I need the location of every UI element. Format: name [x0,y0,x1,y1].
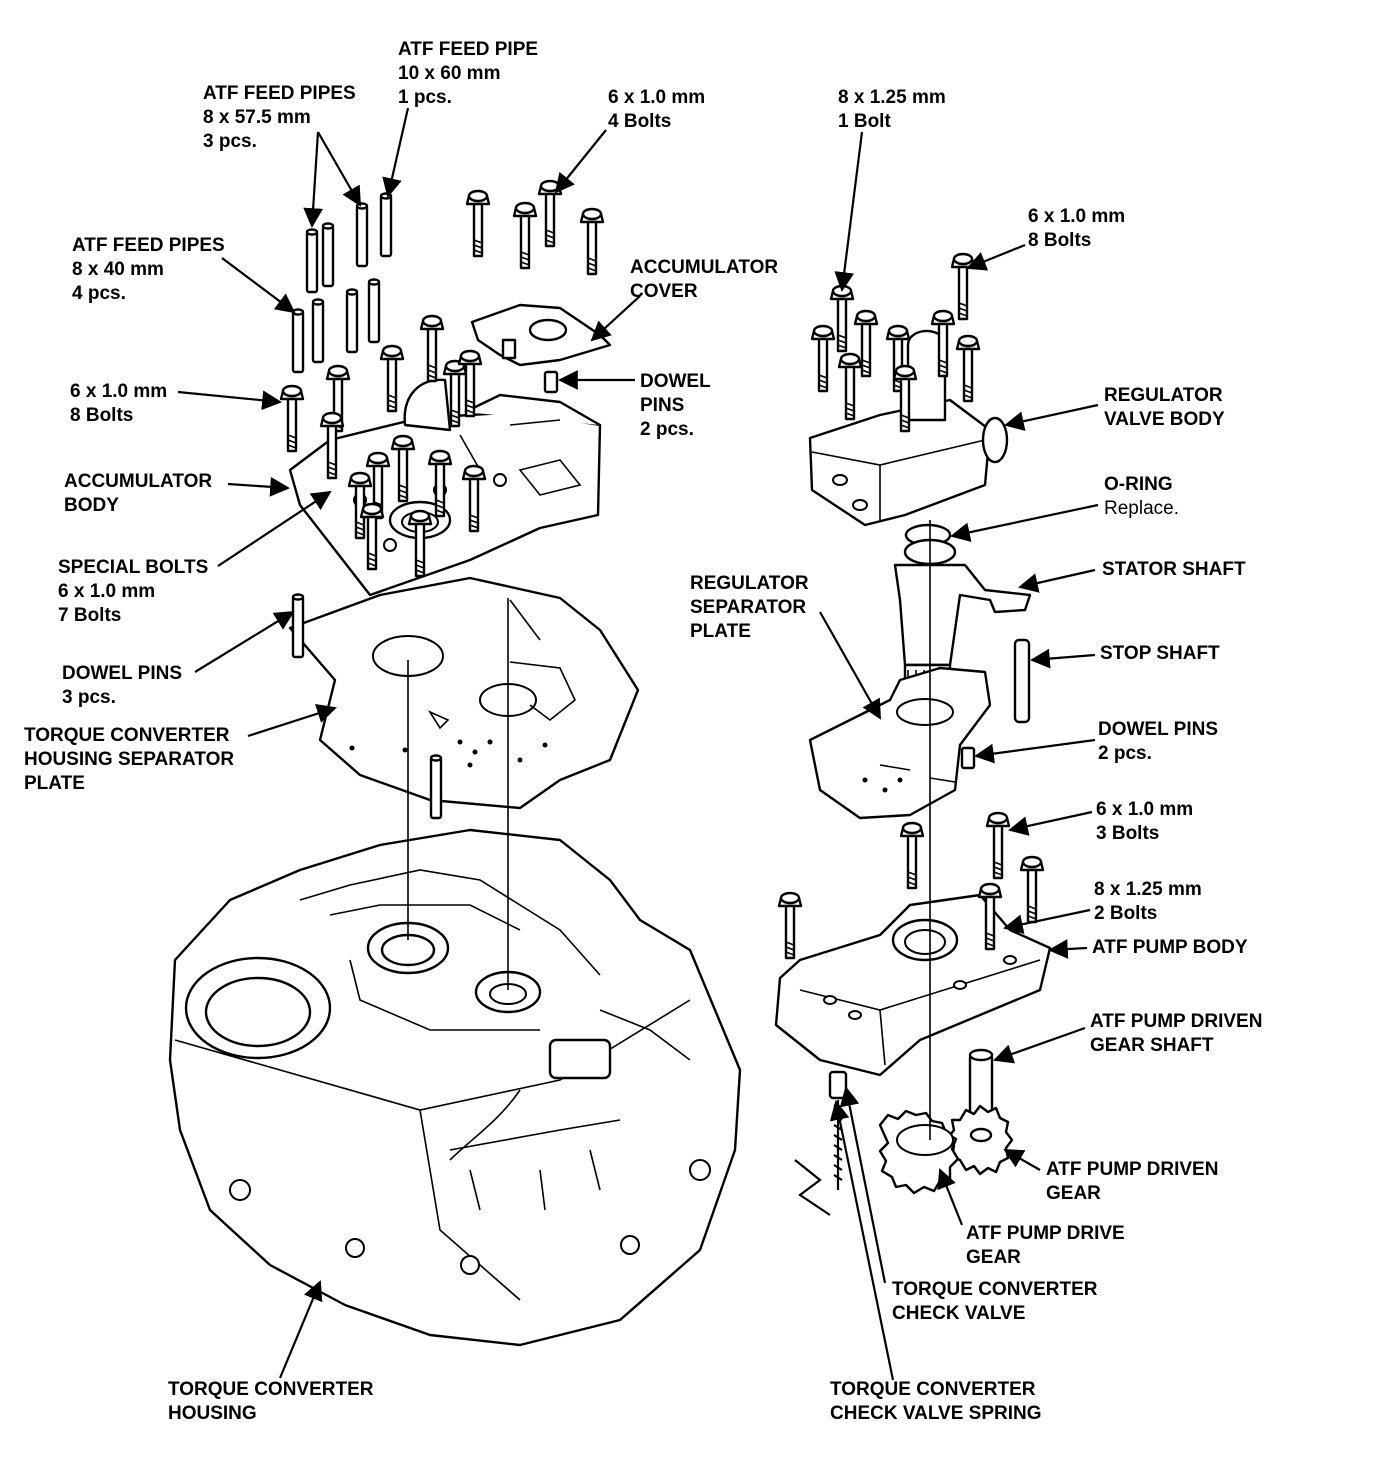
regulator-separator-plate [808,666,992,820]
accumulator-cover [465,179,612,394]
torque-converter-housing [168,828,742,1347]
tc-housing-separator-plate [288,576,640,820]
regulator-valve-body [808,252,1009,527]
label-atf-pump-body: ATF PUMP BODY [1092,937,1248,958]
alignment-lines [407,520,931,1140]
label-stator-shaft: STATOR SHAFT [1102,559,1246,580]
label-stop-shaft: STOP SHAFT [1100,643,1220,664]
leader-arrows [177,107,1099,1381]
atf-feed-pipes [291,192,393,374]
atf-pump-body [774,811,1052,1077]
atf-pump-gears [794,1048,1014,1216]
